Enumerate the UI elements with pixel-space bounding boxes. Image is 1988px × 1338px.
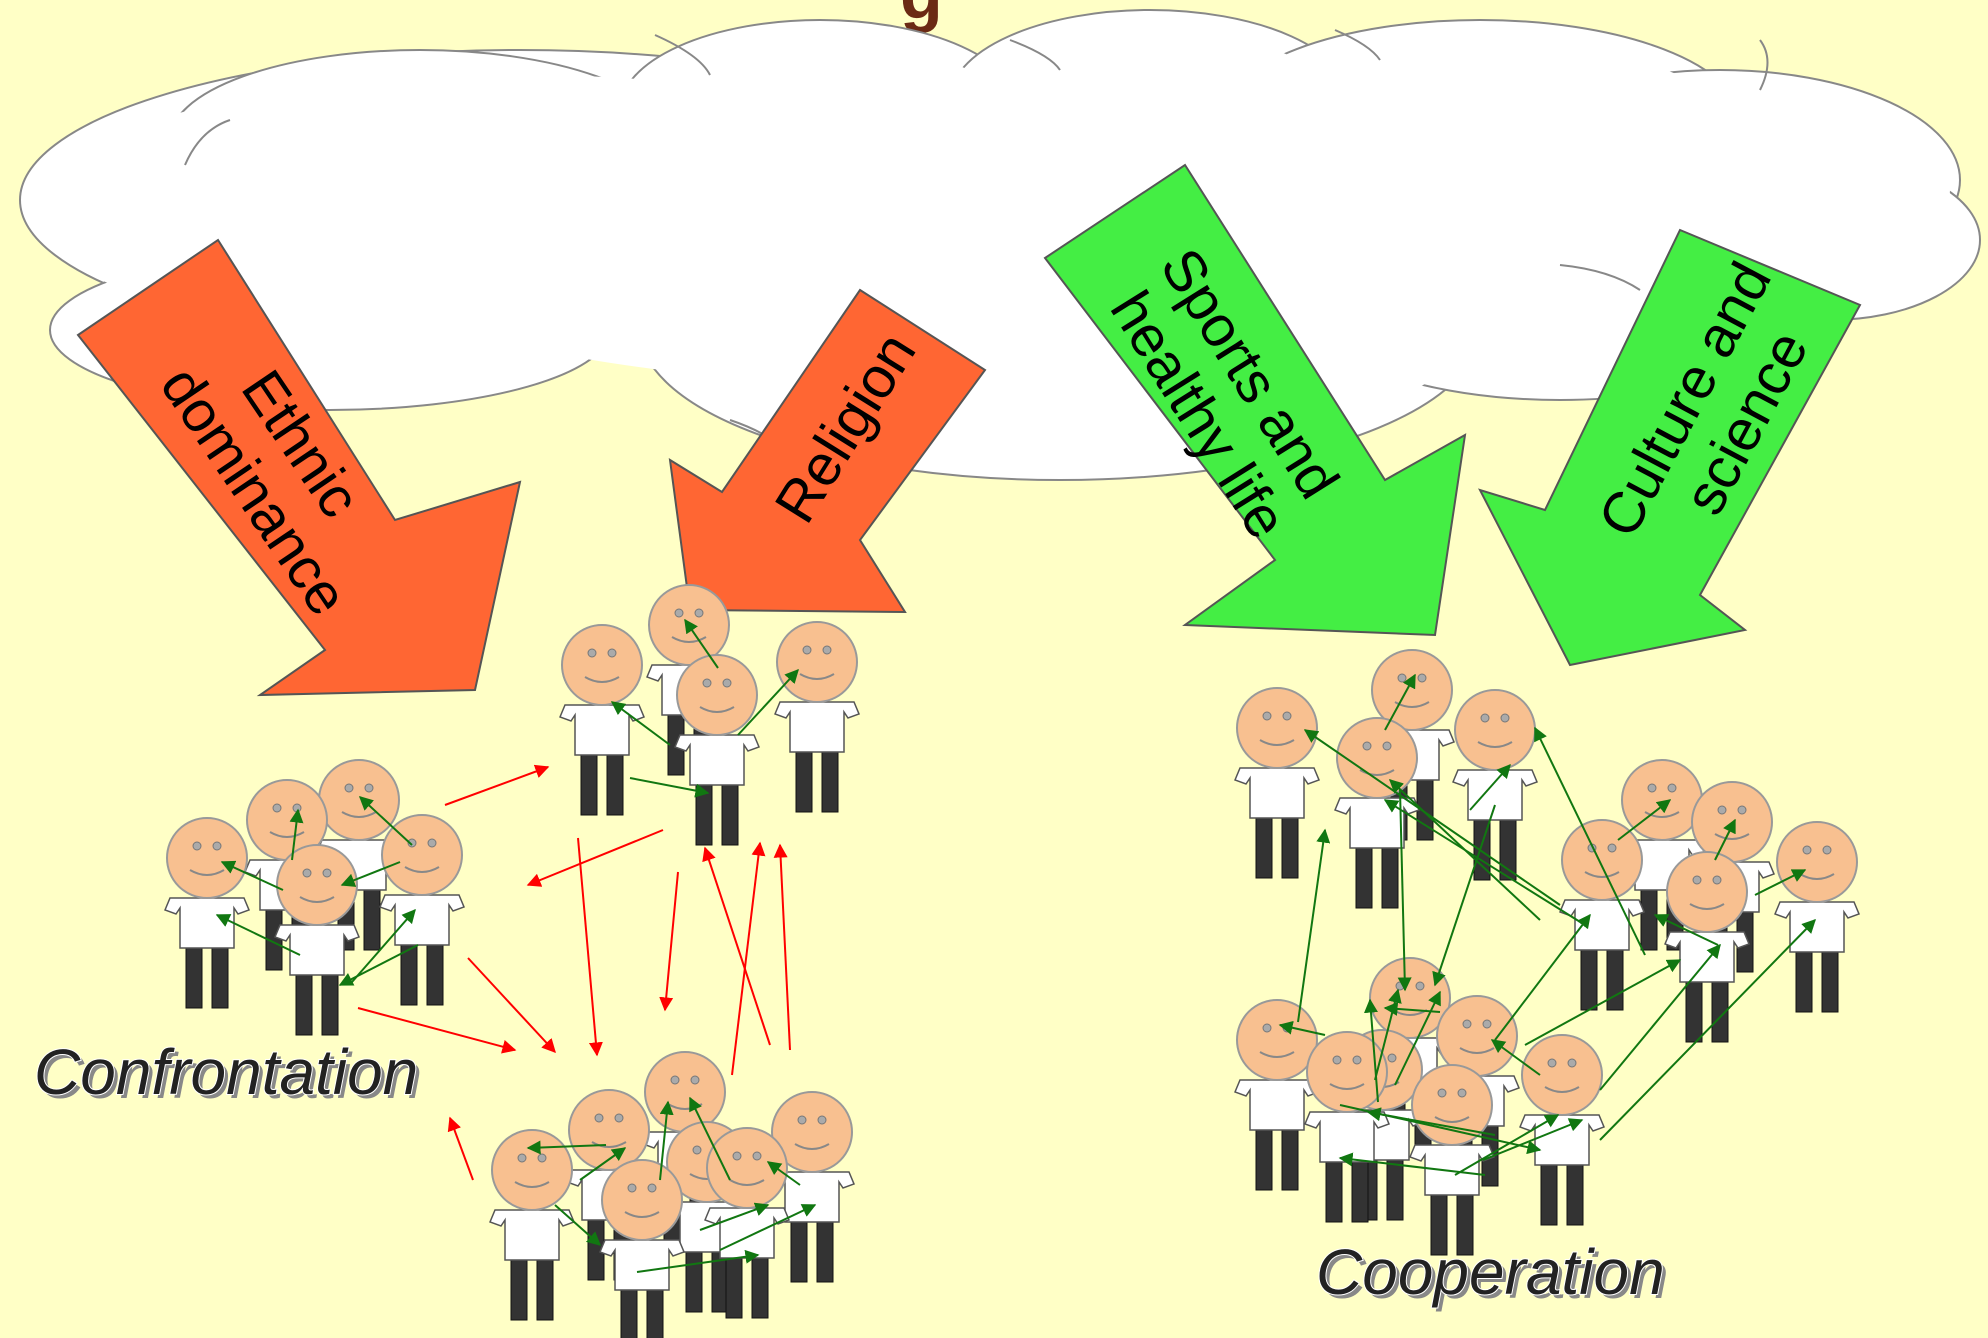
person: [1234, 999, 1320, 1191]
conflict-arrow: [773, 843, 791, 1051]
person: [599, 1159, 685, 1338]
people-group-bottom-middle: [489, 1051, 855, 1338]
people-group-right: [1234, 649, 1860, 1256]
cloud: [19, 9, 1981, 481]
conflict-arrow: [467, 957, 556, 1054]
person: [1559, 819, 1645, 1011]
conflict-arrows: [357, 764, 791, 1181]
person: [164, 817, 250, 1009]
person: [774, 621, 860, 813]
cooperation-label-shadow: Cooperation: [1320, 1240, 1669, 1312]
person: [1774, 821, 1860, 1013]
conflict-arrow: [526, 829, 664, 887]
person: [559, 624, 645, 816]
people-group-left: [164, 759, 465, 1036]
conflict-arrow: [577, 837, 603, 1057]
cooperation-label: Cooperation: [1316, 1236, 1665, 1308]
title-fragment: g: [900, 0, 943, 33]
culture-arrow: Culture and science: [1478, 228, 1862, 667]
person: [489, 1129, 575, 1321]
person: [674, 654, 760, 846]
confrontation-label: Confrontation: [34, 1036, 418, 1108]
cooperation-arrows: [1278, 673, 1816, 1176]
people-group-top-middle: [559, 584, 860, 846]
group-internal-arrows: [215, 618, 817, 1273]
conflict-arrow: [447, 1116, 474, 1181]
person: [1234, 687, 1320, 879]
conflict-arrow: [702, 846, 771, 1046]
confrontation-label-shadow: Confrontation: [38, 1040, 422, 1112]
conflict-arrow: [659, 871, 679, 1012]
conflict-arrow: [444, 764, 550, 806]
conflict-arrow: [357, 1007, 517, 1054]
conflict-arrow: [731, 841, 766, 1076]
person: [379, 814, 465, 1006]
